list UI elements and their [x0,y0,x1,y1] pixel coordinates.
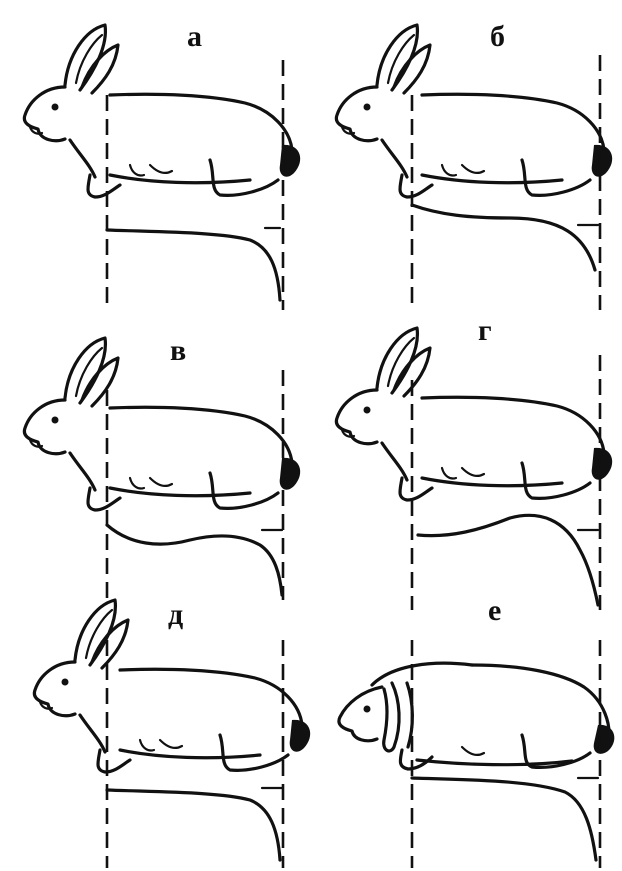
panel-a-rabbit [22,23,302,199]
panel-v-back-profile [105,523,284,597]
panel-g-rabbit [334,326,614,502]
panel-e-rabbit [337,661,616,771]
panel-label-b: б [490,20,505,53]
panel-a-back-profile [105,228,282,302]
panel-b-rabbit [334,23,614,199]
panel-v-rabbit [22,336,302,512]
panel-e-back-profile [410,776,598,862]
panel-b-back-profile [410,203,597,272]
panel-label-v: в [170,334,187,367]
panel-label-g: г [478,314,492,347]
panel-label-d: д [168,598,184,631]
panel-label-a: а [187,20,202,53]
panel-g-back-profile [416,513,600,607]
panel-label-e: е [488,594,502,627]
panel-d-back-profile [105,788,282,862]
